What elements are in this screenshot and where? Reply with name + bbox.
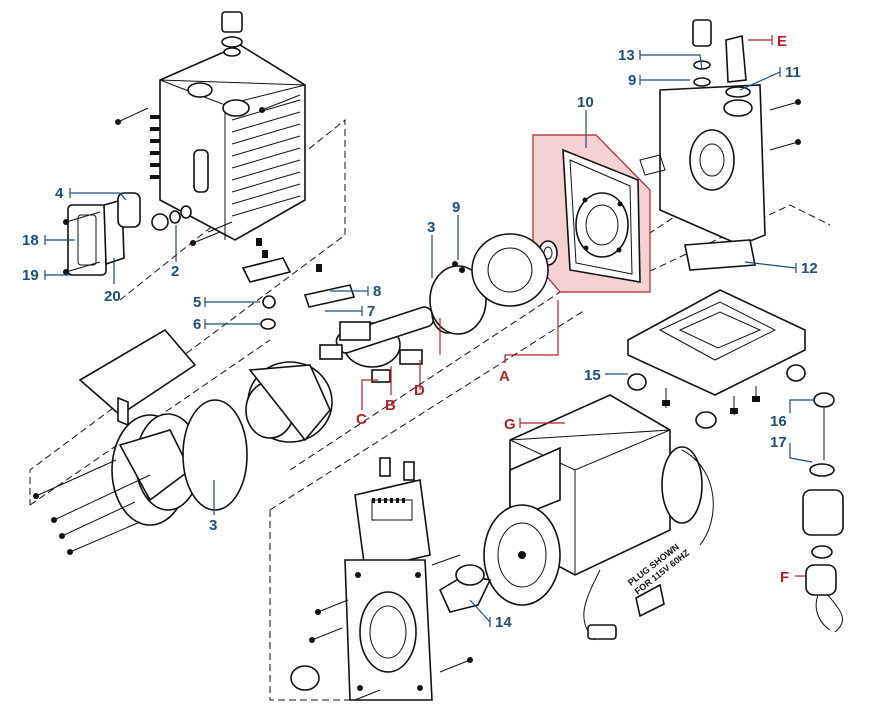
callout-8: 8	[373, 283, 381, 300]
callout-10: 10	[577, 94, 594, 111]
callout-letters: A B C D E F G	[356, 33, 789, 586]
switch-assembly	[802, 392, 844, 633]
callout-5: 5	[193, 294, 201, 311]
callout-6: 6	[193, 316, 201, 333]
callout-F: F	[780, 569, 789, 586]
callout-numbers: 4 18 19 20 2 5 6 8 7 3 9 3 10 13 9 11 12…	[22, 47, 818, 631]
callout-12: 12	[801, 260, 818, 277]
callout-14: 14	[495, 614, 512, 631]
callout-16: 16	[770, 413, 787, 430]
callout-E: E	[777, 33, 787, 50]
callout-A: A	[499, 368, 510, 385]
callout-13: 13	[618, 47, 635, 64]
valve-small-parts	[241, 238, 356, 330]
callout-18: 18	[22, 232, 39, 249]
callout-9-centre: 9	[452, 199, 460, 216]
callout-C: C	[356, 411, 367, 428]
callout-7: 7	[367, 303, 375, 320]
highlighted-end-plate	[532, 134, 651, 293]
second-stage-housing	[627, 19, 806, 429]
callout-3-lower: 3	[209, 517, 217, 534]
callout-20: 20	[104, 288, 121, 305]
callout-G: G	[504, 416, 516, 433]
callout-D: D	[414, 382, 425, 399]
callout-17: 17	[770, 434, 787, 451]
rotor-assembly	[33, 233, 549, 555]
callout-4: 4	[55, 185, 64, 202]
callout-B: B	[385, 397, 396, 414]
motor-adapter-assembly	[290, 457, 492, 701]
callout-leaders	[44, 35, 815, 627]
callout-2: 2	[171, 263, 179, 280]
callout-3-upper: 3	[427, 219, 435, 236]
callout-9-top: 9	[628, 72, 636, 89]
callout-11: 11	[785, 64, 801, 81]
callout-15: 15	[584, 367, 601, 384]
callout-19: 19	[22, 267, 39, 284]
electric-motor: PLUG SHOWN FOR 115V 60HZ	[483, 394, 714, 641]
pump-housing	[63, 11, 306, 276]
